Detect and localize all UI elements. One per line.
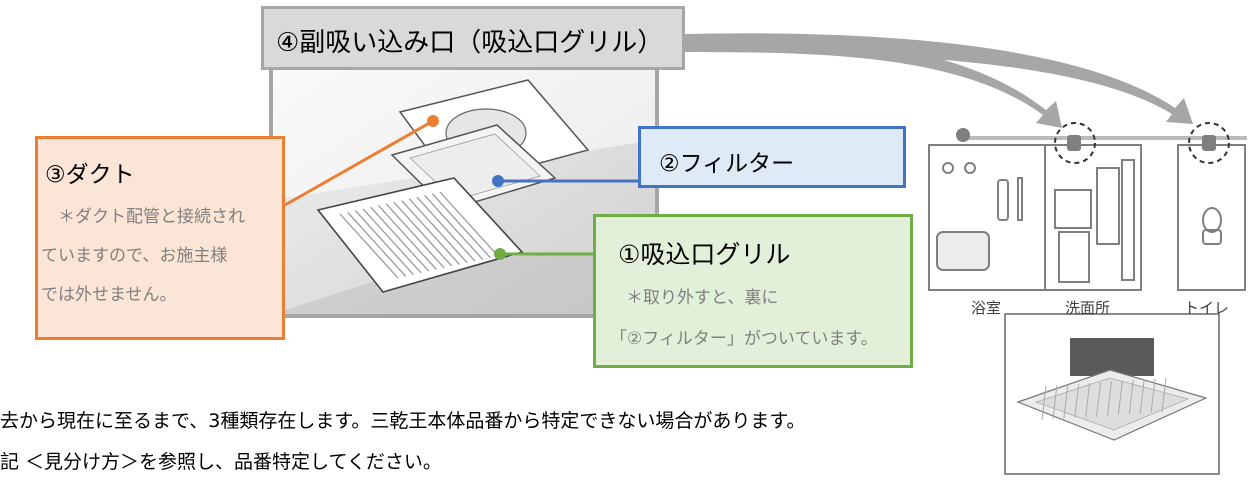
- body-text-line-2: 記 ＜見分け方＞を参照し、品番特定してください。: [0, 451, 442, 473]
- body-text-line-1: 去から現在に至るまで、3種類存在します。三乾王本体品番から特定できない場合があり…: [0, 410, 806, 432]
- room-floor-plan: [928, 128, 1247, 291]
- aux-intake-arrows: [685, 33, 1193, 128]
- filter-pointer-dot: [492, 175, 504, 187]
- room-label-bath: 浴室: [971, 299, 1002, 317]
- duct-callout: ③ダクト ＊ダクト配管と接続され ていますので、お施主様 では外せません。: [35, 136, 285, 340]
- toilet-vent-marker: [1188, 122, 1230, 164]
- duct-note-line-2: ていますので、お施主様: [41, 246, 228, 266]
- filter-title: ②フィルター: [659, 151, 795, 177]
- room-label-washroom: 洗面所: [1065, 299, 1111, 317]
- aux-intake-callout: ④副吸い込み口（吸込口グリル）: [261, 6, 685, 70]
- aux-intake-title: ④副吸い込み口（吸込口グリル）: [276, 28, 664, 58]
- room-label-toilet: トイレ: [1184, 299, 1230, 317]
- grille-title: ①吸込口グリル: [618, 240, 791, 269]
- product-grille-slats: [1041, 377, 1167, 421]
- grille-callout: ①吸込口グリル ＊取り外すと、裏に 「②フィルター」がついています。: [593, 214, 913, 368]
- duct-note-line-3: では外せません。: [41, 285, 177, 305]
- duct-leader-line: [284, 119, 434, 207]
- grille-note-line-2: 「②フィルター」がついています。: [610, 329, 878, 349]
- filter-callout: ②フィルター: [638, 126, 906, 188]
- washroom-vent-marker: [1054, 122, 1096, 164]
- grille-slats: [339, 191, 499, 279]
- duct-note-line-1: ＊ダクト配管と接続され: [58, 207, 245, 227]
- duct-pointer-dot: [427, 115, 439, 127]
- duct-title: ③ダクト: [45, 162, 135, 188]
- fan-product-photo: [1004, 313, 1220, 475]
- grille-part: [316, 177, 524, 293]
- grille-pointer-dot: [494, 248, 506, 260]
- grille-note-line-1: ＊取り外すと、裏に: [626, 288, 779, 308]
